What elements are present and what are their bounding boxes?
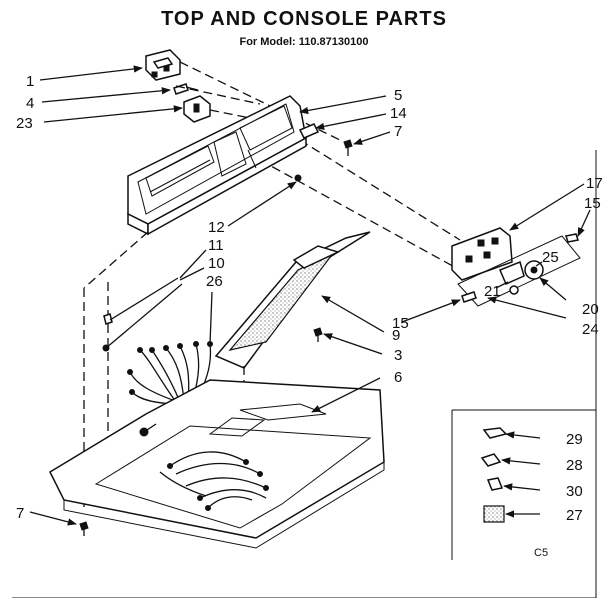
assembly-line-d: [299, 139, 461, 241]
diagram-title: TOP AND CONSOLE PARTS: [161, 8, 447, 30]
callout-15-lower: 15: [392, 315, 409, 332]
footer-code: C5: [534, 547, 548, 559]
top-panel-part: [49, 379, 385, 549]
callout-4: 4: [26, 95, 34, 112]
console-panel-part: [127, 95, 307, 236]
leader-25: [535, 261, 543, 267]
leader-17: [509, 183, 585, 231]
leader-4: [41, 87, 171, 103]
clip-part-28: [480, 453, 502, 467]
callout-12: 12: [208, 219, 225, 236]
leader-28: [501, 457, 541, 465]
leader-12: [227, 181, 297, 227]
callout-6: 6: [394, 369, 402, 386]
leader-5: [299, 95, 387, 115]
switch-part: [145, 49, 181, 81]
leader-29: [505, 431, 541, 439]
timer-knob-part-25: [499, 260, 544, 295]
leader-7a: [353, 131, 391, 145]
bracket-part-23: [183, 95, 211, 123]
callout-23: 23: [16, 115, 33, 132]
model-number: For Model: 110.87130100: [239, 36, 369, 48]
assembly-line-c: [209, 109, 251, 119]
screw-part-15-top: [565, 233, 579, 243]
callout-3: 3: [394, 347, 402, 364]
knob-part-14: [298, 123, 320, 139]
hardware-inset-box: [451, 409, 596, 560]
leader-11: [179, 249, 207, 279]
nut-part-30: [486, 477, 504, 491]
wire-clip-part: [102, 277, 183, 352]
callout-5: 5: [394, 87, 402, 104]
callout-25: 25: [542, 249, 559, 266]
leader-30: [503, 483, 541, 491]
leader-23: [43, 105, 183, 123]
leader-21: [495, 281, 509, 289]
callout-7-top: 7: [394, 123, 402, 140]
callout-14: 14: [390, 105, 407, 122]
leader-7b: [29, 511, 77, 526]
leader-15a: [577, 209, 591, 237]
callout-7-bottom: 7: [16, 505, 24, 522]
callout-29: 29: [566, 431, 583, 448]
screw-part-15-lower: [461, 291, 477, 303]
callout-21: 21: [484, 283, 501, 300]
clip-part-29: [482, 427, 508, 439]
lint-door-part: [214, 231, 371, 369]
callout-20: 20: [582, 301, 599, 318]
callout-26: 26: [206, 273, 223, 290]
callout-1: 1: [26, 73, 34, 90]
callout-9: 9: [392, 327, 400, 344]
leader-9: [321, 295, 385, 333]
screw-part-4: [173, 83, 199, 95]
callout-17: 17: [586, 175, 603, 192]
top-wiring-part: [159, 451, 269, 511]
assembly-line-b: [175, 85, 261, 105]
block-part-27: [483, 505, 505, 523]
leader-26: [209, 291, 213, 345]
callout-11: 11: [208, 237, 224, 254]
callout-10: 10: [208, 255, 225, 272]
callout-24: 24: [582, 321, 599, 338]
screw-part-7-top: [343, 139, 353, 156]
leader-10: [179, 267, 205, 281]
screw-part-7-bottom: [79, 521, 89, 536]
callout-30: 30: [566, 483, 583, 500]
leader-15b: [401, 299, 461, 323]
callout-27: 27: [566, 507, 583, 524]
screw-part-3: [313, 327, 323, 342]
leader-3: [323, 333, 383, 355]
leader-6: [311, 377, 381, 413]
callout-28: 28: [566, 457, 583, 474]
timer-bracket-part: [451, 227, 513, 281]
leader-14: [315, 113, 387, 130]
callout-15-top: 15: [584, 195, 601, 212]
leader-20: [539, 277, 567, 301]
clip-part-12: [294, 174, 302, 182]
assembly-line-e: [259, 159, 461, 271]
leader-dash-1: [83, 231, 149, 289]
leader-1: [39, 65, 143, 81]
leader-24: [487, 296, 567, 319]
